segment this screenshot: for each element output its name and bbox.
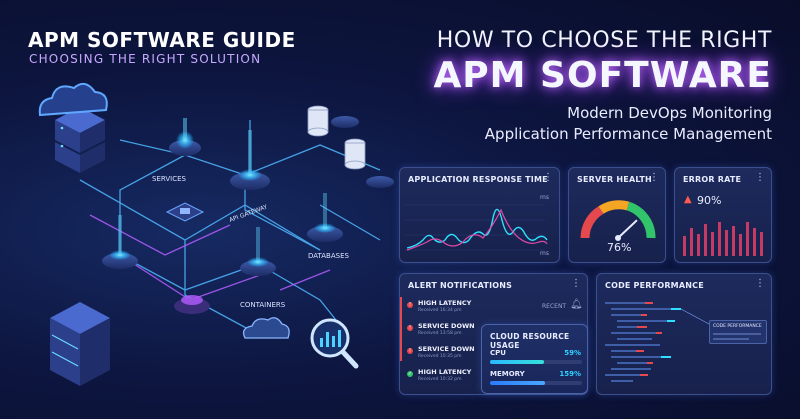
error-bar-chart — [683, 222, 763, 256]
code-performance-panel: CODE PERFORMANCE ⋮ CODE PERFORMANCE — [596, 273, 772, 395]
panel-title: APPLICATION RESPONSE TIME — [408, 175, 548, 184]
alert-title: SERVICE DOWN — [418, 322, 475, 330]
cloud-small-icon — [242, 317, 290, 339]
tooltip-line — [713, 338, 749, 340]
response-line-chart — [405, 204, 548, 251]
alert-item[interactable]: ! SERVICE DOWN Received 10:35 pm — [407, 345, 527, 363]
headline-top: HOW TO CHOOSE THE RIGHT — [436, 28, 772, 53]
warning-icon: ▲ — [684, 194, 692, 205]
memory-bar-fill — [490, 381, 546, 385]
alert-status-icon: ✓ — [407, 371, 413, 377]
headline-subtitle-2: Application Performance Management — [484, 125, 772, 143]
error-value: 90% — [697, 194, 722, 207]
panel-title: CLOUD RESOURCE USAGE — [490, 332, 570, 350]
cloud-icon — [38, 82, 108, 117]
cpu-value: 59% — [564, 349, 581, 357]
guide-title: APM SOFTWARE GUIDE — [28, 28, 296, 52]
code-trace-view — [605, 302, 710, 382]
alert-time: Received 10:35 pm — [418, 354, 462, 359]
kebab-menu-icon[interactable]: ⋮ — [543, 172, 553, 183]
databases-label: DATABASES — [308, 252, 349, 260]
health-gauge — [580, 200, 656, 241]
server-health-panel: SERVER HEALTH ⋮ 76% — [568, 167, 666, 263]
server-rack-icon — [50, 302, 110, 386]
headline-subtitle-1: Modern DevOps Monitoring — [567, 104, 772, 122]
alert-item[interactable]: ! SERVICE DOWN Received 13:58 pm — [407, 322, 527, 340]
code-tooltip: CODE PERFORMANCE — [709, 320, 767, 344]
cpu-label: CPU — [490, 349, 506, 357]
database-icon — [307, 105, 366, 170]
panel-title: CODE PERFORMANCE — [605, 281, 704, 290]
unit-label: ms — [540, 250, 549, 257]
memory-value: 159% — [559, 370, 581, 378]
cpu-bar — [490, 360, 582, 364]
kebab-menu-icon[interactable]: ⋮ — [649, 172, 659, 183]
tooltip-label: CODE PERFORMANCE — [713, 324, 762, 329]
alert-status-icon: ! — [407, 302, 413, 308]
alert-title: HIGH LATENCY — [418, 299, 472, 307]
services-label: SERVICES — [152, 175, 187, 183]
alert-item[interactable]: ! HIGH LATENCY Received 16:34 pm — [407, 299, 527, 317]
alert-severity-strip — [400, 297, 402, 361]
panel-title: SERVER HEALTH — [577, 175, 652, 184]
memory-bar — [490, 381, 582, 385]
guide-subtitle: CHOOSING THE RIGHT SOLUTION — [29, 52, 262, 66]
unit-label: ms — [540, 194, 549, 201]
containers-label: CONTAINERS — [240, 301, 286, 309]
alert-status-icon: ! — [407, 325, 413, 331]
alert-item[interactable]: ✓ HIGH LATENCY Received 10:32 pm — [407, 368, 527, 386]
alert-status-icon: ! — [407, 348, 413, 354]
headline-main: APM SOFTWARE — [433, 55, 772, 96]
panel-title: ALERT NOTIFICATIONS — [408, 281, 513, 290]
panel-title: ERROR RATE — [683, 175, 742, 184]
alert-title: HIGH LATENCY — [418, 368, 472, 376]
magnifier-chart-icon — [310, 318, 359, 369]
alert-time: Received 13:58 pm — [418, 331, 462, 336]
alert-time: Received 16:34 pm — [418, 308, 462, 313]
error-rate-panel: ERROR RATE ⋮ ▲ 90% — [674, 167, 772, 263]
health-value: 76% — [607, 241, 632, 254]
server-stack-icon — [55, 107, 105, 173]
response-time-panel: APPLICATION RESPONSE TIME ⋮ ms ms — [399, 167, 560, 263]
cloud-resource-panel: CLOUD RESOURCE USAGE CPU 59% MEMORY 159% — [481, 324, 588, 394]
kebab-menu-icon[interactable]: ⋮ — [755, 172, 765, 183]
network-lines — [79, 120, 381, 331]
gauge-needle — [617, 219, 638, 239]
alert-time: Received 10:32 pm — [418, 377, 462, 382]
kebab-menu-icon[interactable]: ⋮ — [755, 278, 765, 289]
memory-label: MEMORY — [490, 370, 525, 378]
tooltip-line — [713, 333, 761, 335]
recent-label: RECENT — [542, 303, 567, 310]
network-nodes — [102, 116, 394, 314]
cpu-bar-fill — [490, 360, 545, 364]
bell-icon[interactable]: 🔔︎ — [570, 299, 583, 310]
kebab-menu-icon[interactable]: ⋮ — [571, 278, 581, 289]
alert-title: SERVICE DOWN — [418, 345, 475, 353]
